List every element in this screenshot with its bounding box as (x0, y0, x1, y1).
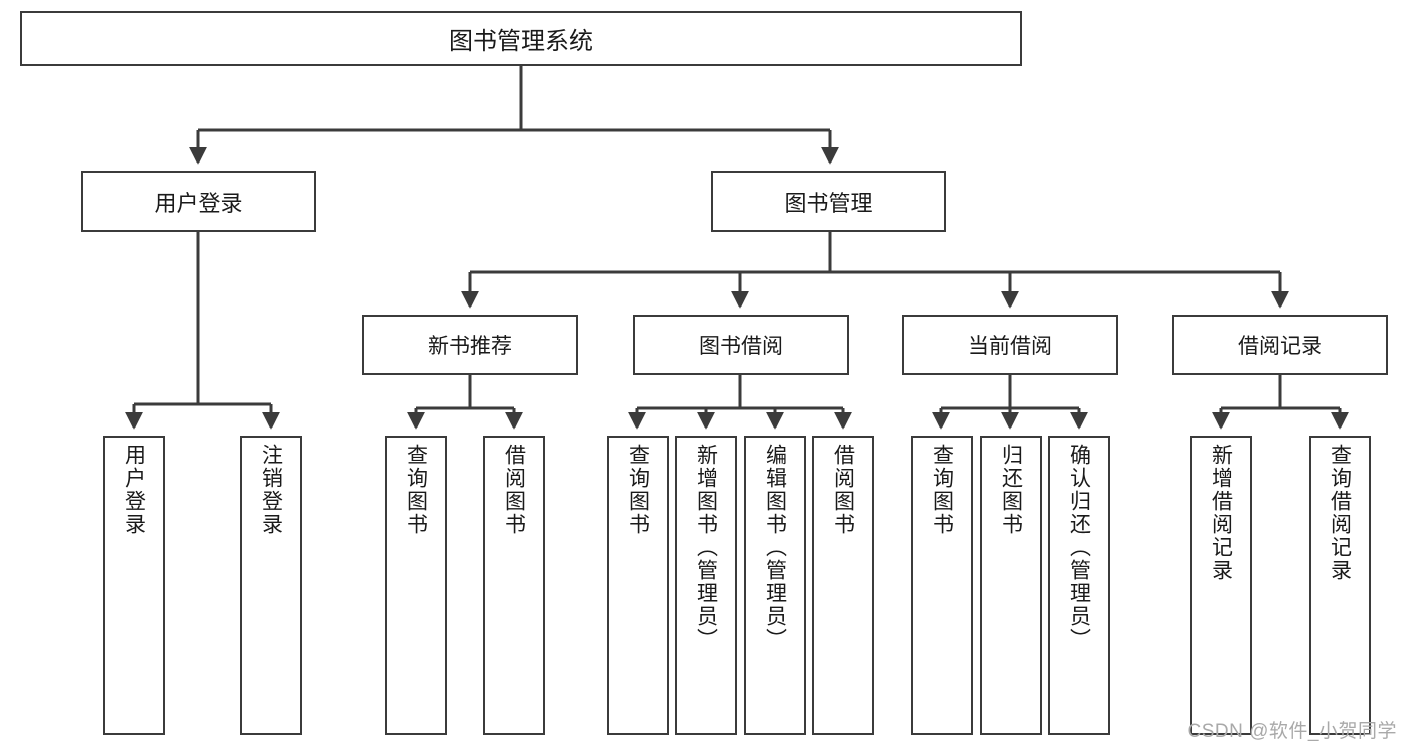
leaf-return-book[interactable]: 归还图书 (980, 436, 1042, 735)
leaf-query-book-2-label: 查询图书 (626, 444, 650, 536)
leaf-add-book-admin[interactable]: 新增图书（管理员） (675, 436, 737, 735)
leaf-return-book-label: 归还图书 (999, 444, 1023, 536)
leaf-query-book-2[interactable]: 查询图书 (607, 436, 669, 735)
node-root-label: 图书管理系统 (449, 28, 593, 55)
leaf-borrow-book-2[interactable]: 借阅图书 (812, 436, 874, 735)
leaf-borrow-book-2-label: 借阅图书 (831, 444, 855, 536)
node-book-management[interactable]: 图书管理 (711, 171, 946, 232)
watermark: CSDN @软件_小贺同学 (1187, 721, 1397, 742)
node-book-management-label: 图书管理 (784, 190, 873, 216)
node-borrow-records[interactable]: 借阅记录 (1172, 315, 1388, 375)
node-root[interactable]: 图书管理系统 (20, 11, 1022, 66)
node-borrow-records-label: 借阅记录 (1238, 335, 1322, 358)
node-current-borrow-label: 当前借阅 (968, 335, 1052, 358)
node-book-borrow-label: 图书借阅 (699, 335, 783, 358)
leaf-borrow-book-1-label: 借阅图书 (502, 444, 526, 536)
leaf-query-book-1[interactable]: 查询图书 (385, 436, 447, 735)
leaf-query-borrow-record[interactable]: 查询借阅记录 (1309, 436, 1371, 735)
leaf-confirm-return-admin-label: 确认归还（管理员） (1067, 444, 1091, 651)
leaf-user-login[interactable]: 用户登录 (103, 436, 165, 735)
leaf-query-book-1-label: 查询图书 (404, 444, 428, 536)
leaf-borrow-book-1[interactable]: 借阅图书 (483, 436, 545, 735)
node-new-book-recommend-label: 新书推荐 (428, 335, 512, 358)
node-user-login[interactable]: 用户登录 (81, 171, 316, 232)
node-new-book-recommend[interactable]: 新书推荐 (362, 315, 578, 375)
leaf-edit-book-admin[interactable]: 编辑图书（管理员） (744, 436, 806, 735)
leaf-add-book-admin-label: 新增图书（管理员） (694, 444, 718, 651)
leaf-user-login-label: 用户登录 (122, 444, 146, 536)
leaf-add-borrow-record[interactable]: 新增借阅记录 (1190, 436, 1252, 735)
node-book-borrow[interactable]: 图书借阅 (633, 315, 849, 375)
leaf-logout-label: 注销登录 (259, 444, 283, 536)
leaf-query-book-3[interactable]: 查询图书 (911, 436, 973, 735)
leaf-logout[interactable]: 注销登录 (240, 436, 302, 735)
leaf-confirm-return-admin[interactable]: 确认归还（管理员） (1048, 436, 1110, 735)
leaf-query-book-3-label: 查询图书 (930, 444, 954, 536)
leaf-add-borrow-record-label: 新增借阅记录 (1209, 444, 1233, 582)
node-current-borrow[interactable]: 当前借阅 (902, 315, 1118, 375)
node-user-login-label: 用户登录 (154, 190, 243, 216)
leaf-query-borrow-record-label: 查询借阅记录 (1328, 444, 1352, 582)
leaf-edit-book-admin-label: 编辑图书（管理员） (763, 444, 787, 651)
